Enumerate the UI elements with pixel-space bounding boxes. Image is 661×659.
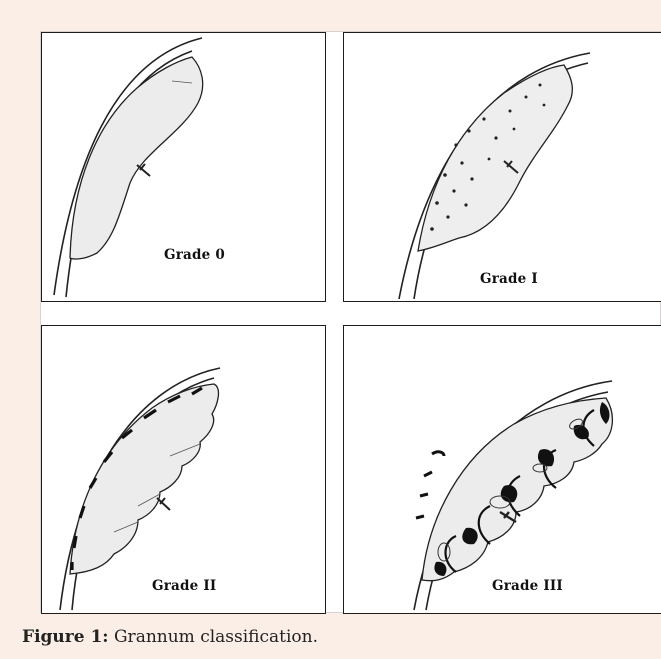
grade-3-label: Grade III bbox=[492, 578, 563, 594]
panel-grade-2: Grade II bbox=[41, 325, 326, 614]
placenta-body bbox=[418, 65, 572, 251]
caption-text: Grannum classification. bbox=[109, 627, 318, 647]
panel-grade-1: Grade I bbox=[343, 32, 661, 302]
figure-frame: Grade 0 Grade I bbox=[40, 31, 661, 613]
placenta-grade-3-drawing bbox=[344, 326, 661, 614]
grade-1-label: Grade I bbox=[480, 271, 538, 287]
grade-0-label: Grade 0 bbox=[164, 247, 225, 263]
cord-arrow-icon bbox=[137, 164, 150, 176]
grade-2-label: Grade II bbox=[152, 578, 216, 594]
placenta-grade-2-drawing bbox=[42, 326, 326, 614]
panel-grade-0: Grade 0 bbox=[41, 32, 326, 302]
placenta-grade-1-drawing bbox=[344, 33, 661, 302]
caption-label: Figure 1: bbox=[22, 627, 109, 647]
basal-dashes bbox=[416, 452, 444, 518]
placenta-body bbox=[70, 57, 203, 259]
cord-arrow-icon bbox=[157, 498, 170, 510]
placenta-body bbox=[70, 384, 218, 574]
figure-caption: Figure 1: Grannum classification. bbox=[22, 627, 318, 647]
panel-grade-3: Grade III bbox=[343, 325, 661, 614]
